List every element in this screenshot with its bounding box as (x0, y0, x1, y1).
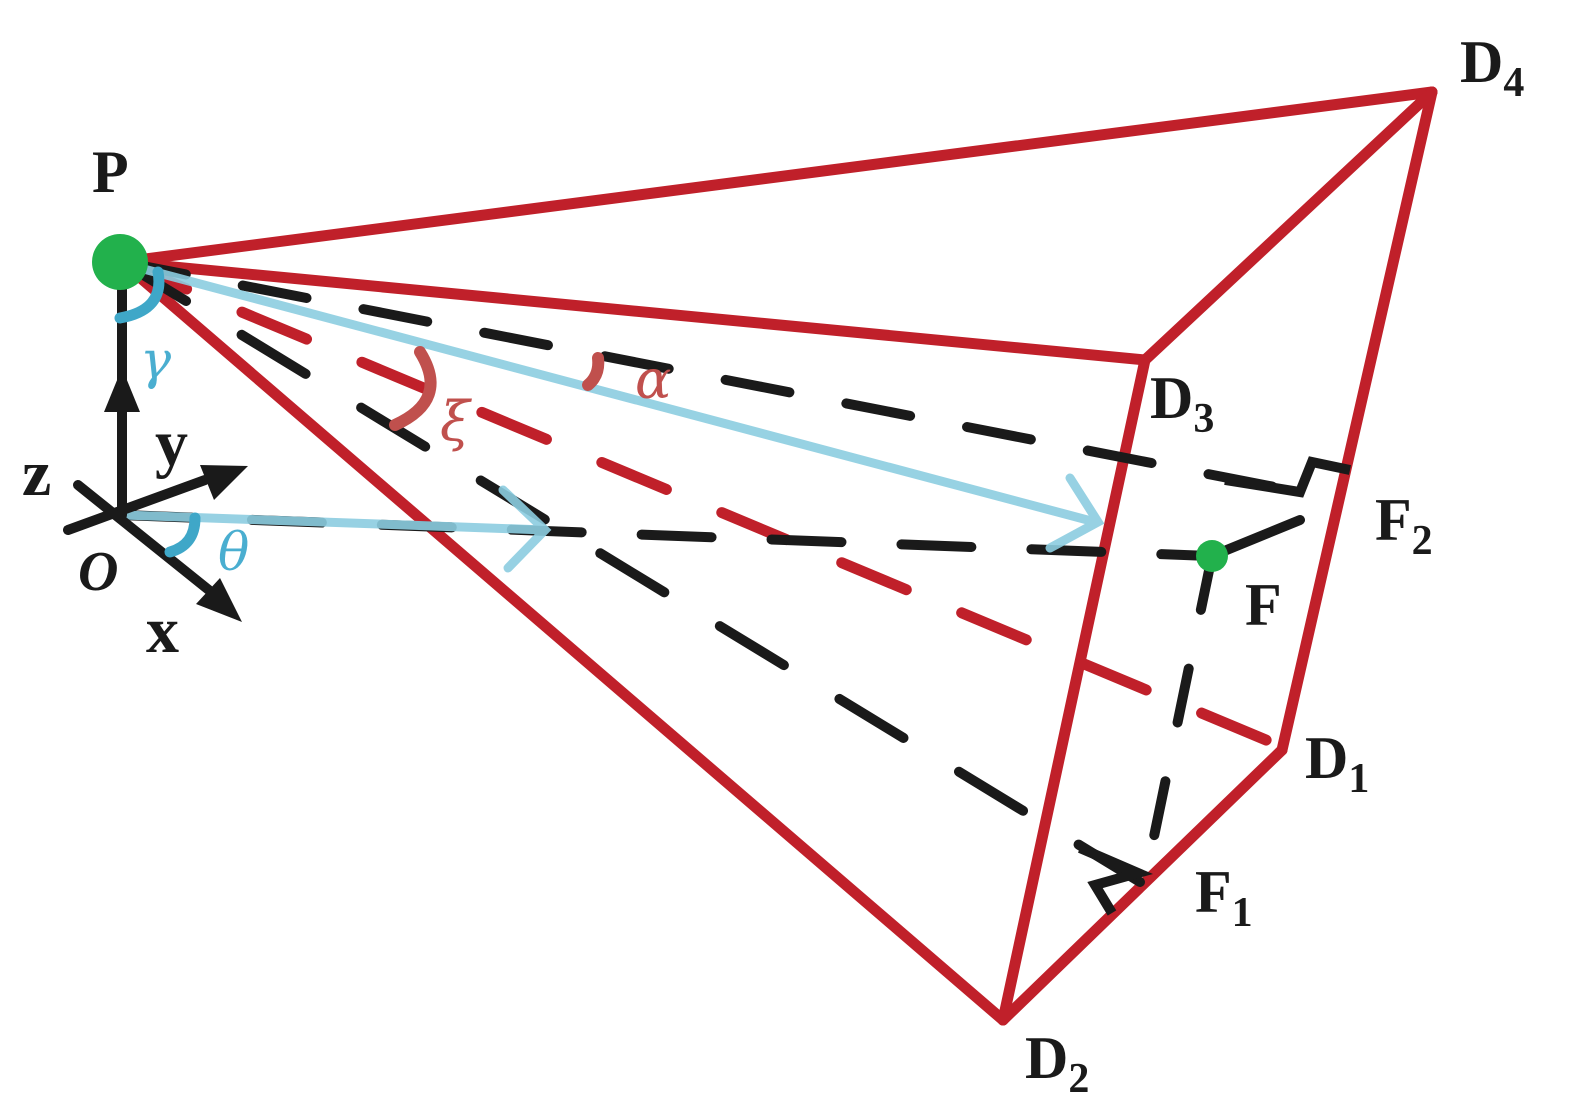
angle-alpha-label: α (635, 348, 671, 411)
dashed-f-f1 (1140, 551, 1217, 885)
label-d3: D3 (1150, 365, 1214, 442)
right-angle-f1 (1078, 843, 1153, 916)
edge-d2-d3 (997, 354, 1151, 1026)
label-y: y (155, 407, 188, 480)
label-f1: F1 (1195, 859, 1253, 936)
right-angle-f2 (1224, 456, 1352, 498)
blue-arrowhead-o-mid (498, 485, 552, 573)
theta-arc (164, 512, 201, 558)
x-axis-arrowhead (196, 578, 242, 622)
label-o: O (78, 541, 118, 603)
edge-p-d2 (116, 256, 1009, 1026)
label-d2: D2 (1025, 1025, 1089, 1102)
z-axis-arrowhead (200, 465, 248, 500)
angle-gamma-label: γ (140, 331, 172, 391)
label-z: z (22, 437, 51, 510)
edge-p-d4 (116, 86, 1438, 268)
label-d4: D4 (1460, 29, 1524, 106)
angle-arcs (114, 266, 605, 558)
edge-d3-d4 (1139, 86, 1438, 366)
z-axis-line (63, 475, 210, 535)
label-p: P (92, 139, 129, 205)
point-p (92, 234, 148, 290)
angle-theta-label: θ (218, 523, 249, 583)
edge-p-d3 (116, 256, 1151, 366)
alpha-arc (582, 352, 605, 391)
x-axis-line (73, 480, 220, 600)
label-f: F (1245, 572, 1282, 638)
blue-line-p-f (120, 259, 1100, 527)
label-d1: D1 (1305, 725, 1369, 802)
edge-d4-d1 (1276, 86, 1438, 756)
dashed-edge-p-d1 (116, 256, 1284, 751)
dashed-p-f2 (117, 257, 1305, 497)
dashed-p-f1 (117, 257, 1145, 887)
label-f2: F2 (1375, 487, 1433, 564)
label-x: x (146, 594, 179, 667)
axes (63, 265, 248, 622)
xi-arc (389, 346, 437, 431)
solid-pyramid-edges (116, 86, 1438, 1026)
blue-line-o-mid (120, 510, 550, 535)
gamma-arc (114, 266, 165, 324)
blue-arrowhead-p-f (1045, 473, 1105, 553)
point-f (1196, 540, 1228, 572)
angle-xi-label: ξ (440, 390, 472, 453)
right-angle-markers (1078, 456, 1352, 916)
